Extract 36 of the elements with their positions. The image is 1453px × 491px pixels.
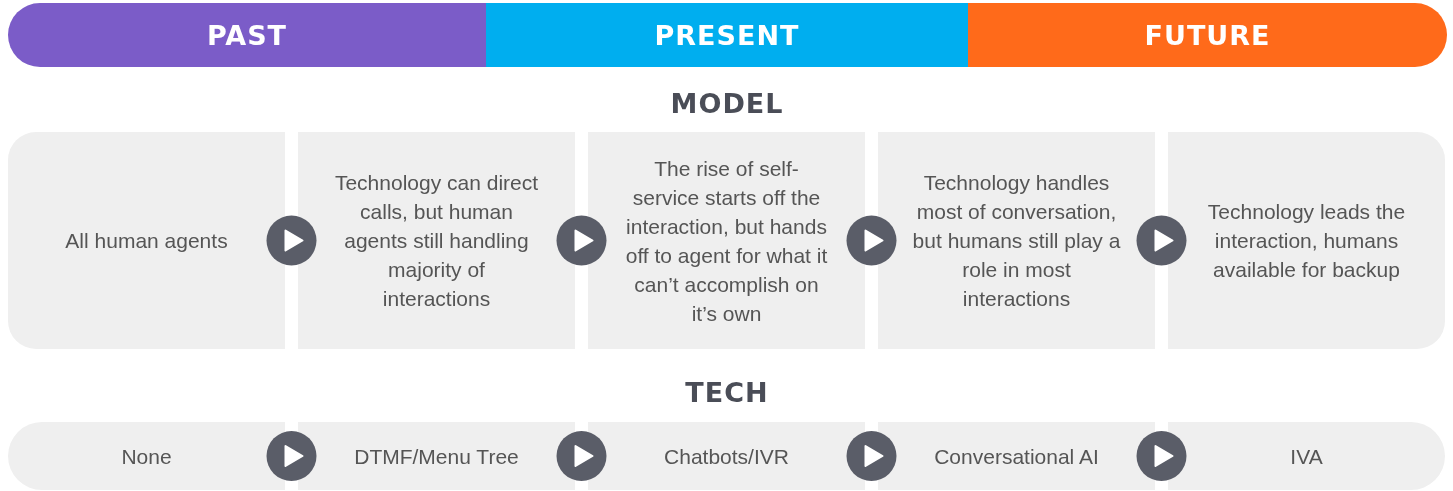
play-arrow xyxy=(1136,215,1187,266)
play-arrow xyxy=(846,431,897,481)
stage-panel xyxy=(8,132,285,349)
stage-panel xyxy=(8,422,285,490)
timeline-band xyxy=(968,3,1447,67)
era-label: PRESENT xyxy=(654,19,800,51)
stage-panel xyxy=(1168,422,1445,490)
play-arrow xyxy=(556,431,607,481)
section-heading: TECH xyxy=(685,377,769,408)
stage-text: Technology handles most of conversation, but humans still play a role in most interactions xyxy=(912,170,1121,312)
stage-panel xyxy=(298,132,575,349)
timeline-band xyxy=(486,3,968,67)
stage-text: IVA xyxy=(1290,443,1323,470)
play-arrow xyxy=(266,215,317,266)
era-label: PAST xyxy=(206,19,288,51)
stage-panel xyxy=(878,422,1155,490)
stage-text: DTMF/Menu Tree xyxy=(354,443,519,470)
stage-text: Technology can direct calls, but human agents still handling majority of interactions xyxy=(333,170,540,312)
stage-panel xyxy=(1168,132,1445,349)
play-arrow xyxy=(846,215,897,266)
stage-panel xyxy=(588,132,865,349)
stage-text: The rise of self-service starts off the interaction, but hands off to agent for what it can’t accomplish on it’s own xyxy=(624,155,829,327)
stage-text: None xyxy=(121,443,172,470)
stage-text: Conversational AI xyxy=(934,443,1099,470)
stage-panel xyxy=(878,132,1155,349)
timeline-band xyxy=(8,3,486,67)
play-arrow xyxy=(556,215,607,266)
stage-panel xyxy=(588,422,865,490)
stage-text: All human agents xyxy=(65,228,228,254)
play-arrow xyxy=(266,431,317,481)
era-label: FUTURE xyxy=(1144,19,1271,51)
section-heading: MODEL xyxy=(670,88,784,119)
play-arrow xyxy=(1136,431,1187,481)
stage-panel xyxy=(298,422,575,490)
stage-text: Technology leads the interaction, humans available for backup xyxy=(1206,199,1407,283)
stage-text: Chatbots/IVR xyxy=(664,443,789,470)
